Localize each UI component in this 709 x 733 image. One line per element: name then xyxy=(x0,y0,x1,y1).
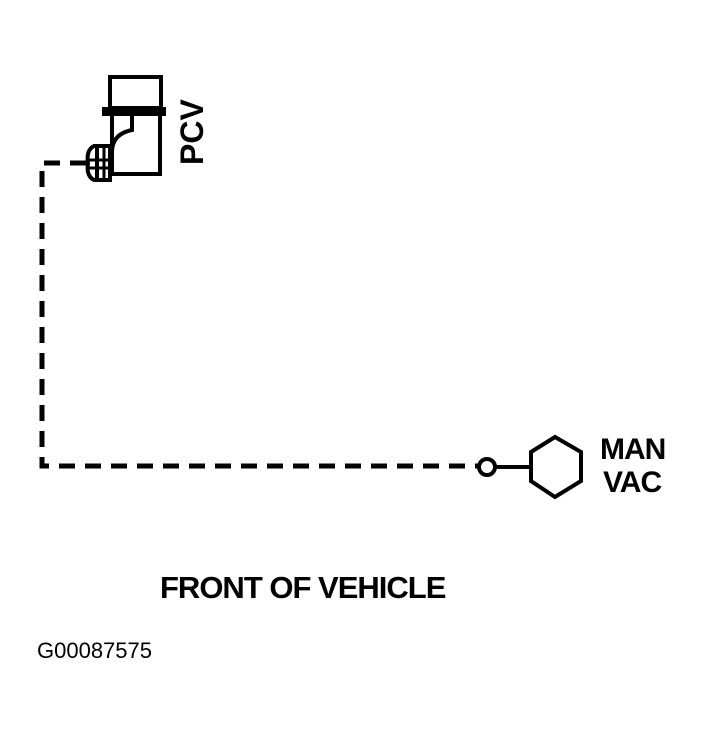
man-vac-label-line2: VAC xyxy=(603,466,661,499)
vacuum-hose-route xyxy=(39,160,480,469)
pcv-valve-top xyxy=(108,75,163,110)
vacuum-hose-dashed-line xyxy=(39,160,480,469)
manifold-vacuum-port xyxy=(477,434,583,500)
pcv-valve-band xyxy=(102,107,166,116)
pcv-nipple-fitting xyxy=(85,144,112,182)
figure-id: G00087575 xyxy=(37,638,152,663)
front-of-vehicle-label: FRONT OF VEHICLE xyxy=(160,570,446,605)
pcv-valve-icon xyxy=(85,75,166,182)
pcv-label: PCV xyxy=(174,99,210,165)
circle-fitting-icon xyxy=(477,457,497,477)
man-vac-label-line1: MAN xyxy=(600,433,665,466)
pcv-valve-body xyxy=(110,116,162,176)
hexagon-port-icon xyxy=(529,434,583,500)
